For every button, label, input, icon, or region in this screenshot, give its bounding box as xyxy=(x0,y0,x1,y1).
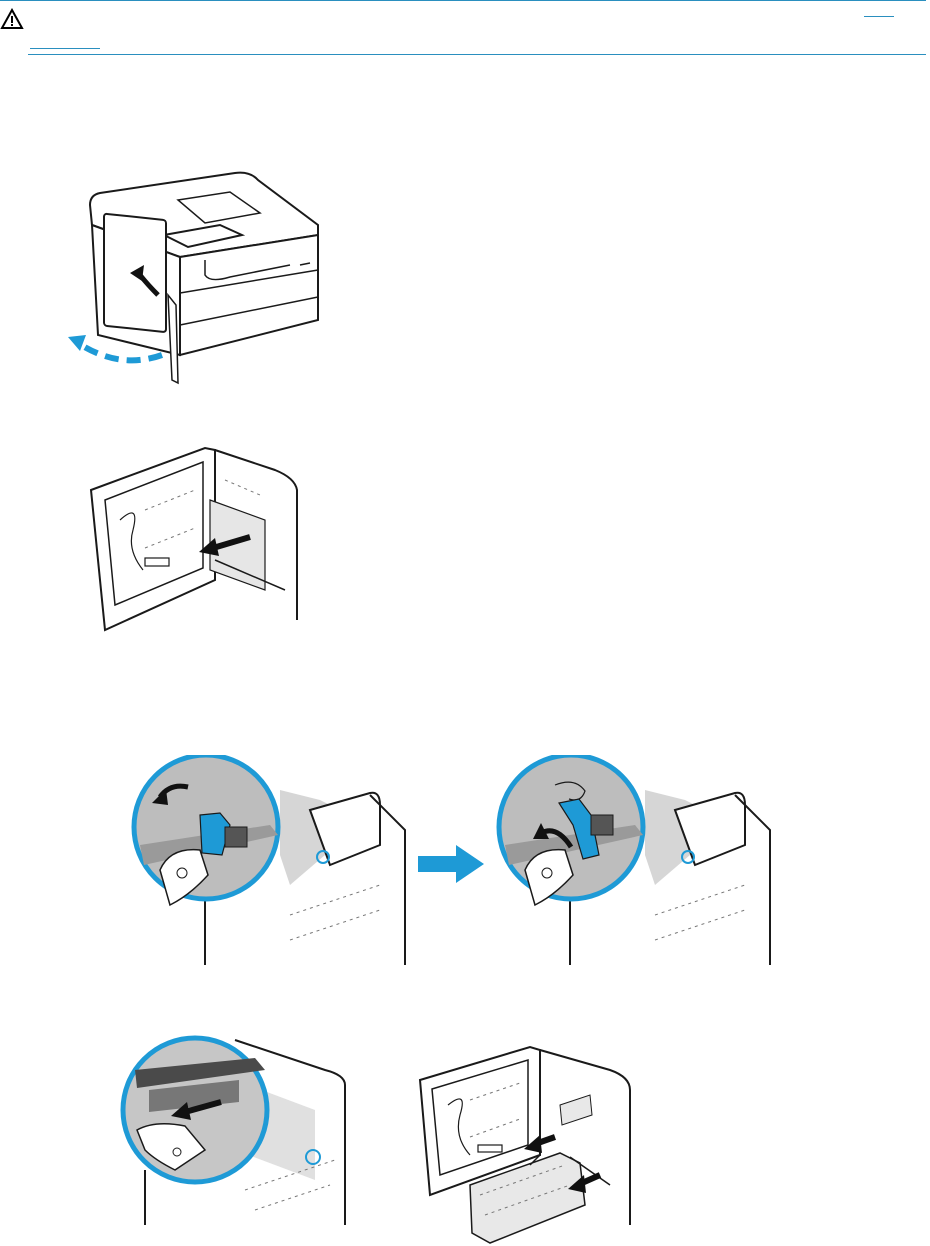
caution-bottom-rule xyxy=(28,54,926,55)
warning-triangle-icon xyxy=(0,8,24,30)
printer-open-left-door-figure xyxy=(60,165,330,390)
slide-tray-out-figure xyxy=(115,1030,355,1225)
pull-cleaning-tray-figure xyxy=(85,440,305,635)
caution-link-underline-continued[interactable] xyxy=(30,48,100,49)
step-arrow-icon xyxy=(418,845,486,883)
caution-bar xyxy=(0,0,930,56)
caution-link-underline[interactable] xyxy=(864,16,894,17)
rotate-blue-lever-figure xyxy=(130,755,410,970)
rotate-blue-lever-result-figure xyxy=(495,755,775,970)
remove-tray-figure xyxy=(410,1045,640,1245)
caution-top-rule xyxy=(0,0,926,1)
